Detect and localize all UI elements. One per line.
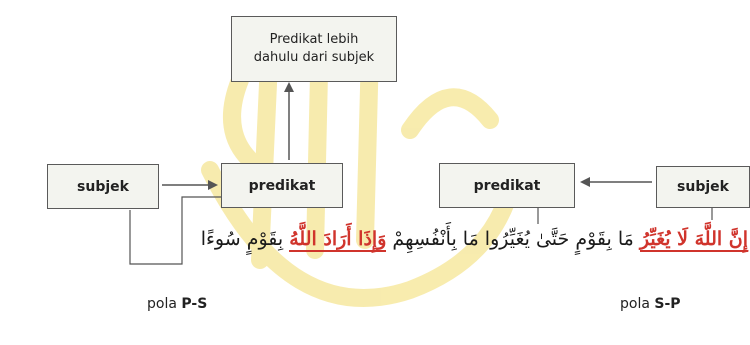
verse-part-highlight-2: وَإِذَا أَرَادَ اللَّهُ: [289, 228, 387, 252]
predicate-label-right: predikat: [473, 177, 541, 194]
pattern-value-left: P-S: [181, 296, 208, 312]
result-box: Predikat lebih dahulu dari subjek: [231, 16, 397, 82]
subject-box-left: subjek: [47, 164, 159, 209]
predicate-box-left: predikat: [221, 163, 343, 208]
predicate-label-left: predikat: [248, 177, 316, 194]
verse-part-4: بِقَوْمٍ سُوءًا: [200, 228, 290, 250]
result-line-2: dahulu dari subjek: [253, 50, 375, 65]
pattern-prefix-left: pola: [147, 296, 182, 312]
pattern-label-right: pola S-P: [620, 296, 681, 312]
verse-part-2: مَا بِقَوْمٍ حَتَّىٰ يُغَيِّرُوا مَا بِأ…: [386, 228, 640, 250]
verse-part-highlight-1: إِنَّ اللَّهَ لَا يُغَيِّرُ: [639, 228, 748, 252]
subject-box-right: subjek: [656, 166, 750, 208]
pattern-label-left: pola P-S: [147, 296, 207, 312]
predicate-box-right: predikat: [439, 163, 575, 208]
quran-verse: إِنَّ اللَّهَ لَا يُغَيِّرُ مَا بِقَوْمٍ…: [0, 228, 748, 268]
result-line-1: Predikat lebih: [269, 32, 359, 47]
subject-label-left: subjek: [77, 178, 129, 195]
subject-label-right: subjek: [677, 179, 729, 195]
pattern-value-right: S-P: [654, 296, 681, 312]
pattern-prefix-right: pola: [620, 296, 655, 312]
